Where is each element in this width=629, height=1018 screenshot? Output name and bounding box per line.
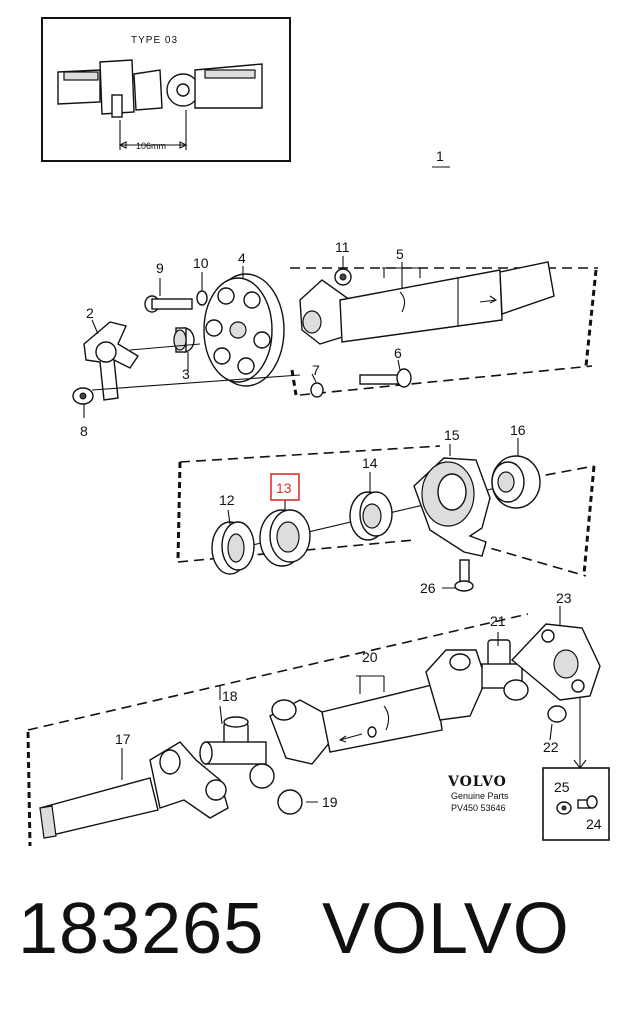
part-22-washer <box>547 705 567 723</box>
part-26-bolt <box>454 559 474 592</box>
part-13-bearing <box>259 509 311 567</box>
part-5-shaft <box>299 261 555 345</box>
callout-22: 22 <box>543 739 559 755</box>
inset-type-03: TYPE 03 106mm <box>41 17 291 162</box>
callout-5: 5 <box>396 246 404 262</box>
part-9-bolt <box>144 295 193 313</box>
callout-13-highlight <box>270 473 300 501</box>
part-12-seal <box>211 521 255 575</box>
inset-dimension-label: 106mm <box>136 141 166 151</box>
part-number: 183265 <box>18 889 265 969</box>
exploded-parts-diagram: TYPE 03 106mm 1 <box>26 17 610 847</box>
part-14-ring <box>349 491 393 541</box>
part-3-bush <box>173 327 195 353</box>
callout-24: 24 <box>586 816 602 832</box>
callout-12: 12 <box>219 492 235 508</box>
callout-23: 23 <box>556 590 572 606</box>
inset-type-label: TYPE 03 <box>131 35 178 46</box>
part-18-universal-joint-cross <box>199 716 275 789</box>
callout-14: 14 <box>362 455 378 471</box>
part-2-flange <box>83 321 139 401</box>
volvo-logo: VOLVO <box>447 774 507 790</box>
brand-name: VOLVO <box>322 889 570 969</box>
brand-line-1: Genuine Parts <box>451 791 509 801</box>
callout-2: 2 <box>86 305 94 321</box>
part-19-circlip <box>277 789 303 815</box>
part-21-yoke-cross <box>425 639 529 721</box>
part-16-rubber-mount <box>491 455 541 509</box>
callout-13: 13 <box>276 480 292 496</box>
part-7-washer <box>310 382 324 398</box>
callout-20: 20 <box>362 649 378 665</box>
brand-line-2: PV450 53646 <box>451 803 506 813</box>
part-4-flex-disc <box>203 273 285 387</box>
callout-1: 1 <box>436 148 444 164</box>
middle-assembly <box>176 438 596 592</box>
callout-26: 26 <box>420 580 436 596</box>
upper-assembly <box>72 256 598 418</box>
callout-21: 21 <box>490 613 506 629</box>
part-10-washer <box>196 290 208 306</box>
callout-10: 10 <box>193 255 209 271</box>
callout-25: 25 <box>554 779 570 795</box>
callout-9: 9 <box>156 260 164 276</box>
part-20-tube <box>269 683 443 765</box>
callout-16: 16 <box>510 422 526 438</box>
lower-assembly: VOLVO Genuine Parts PV450 53646 <box>26 606 610 847</box>
callout-3: 3 <box>182 366 190 382</box>
part-11-nut <box>334 268 352 286</box>
inset-parts-24-25 <box>542 767 610 841</box>
part-17-yoke-shaft <box>39 741 229 839</box>
callout-7: 7 <box>312 362 320 378</box>
callout-19: 19 <box>322 794 338 810</box>
callout-18: 18 <box>222 688 238 704</box>
part-23-flange <box>510 623 601 701</box>
part-8-nut <box>72 387 94 405</box>
callout-8: 8 <box>80 423 88 439</box>
callout-6: 6 <box>394 345 402 361</box>
callout-4: 4 <box>238 250 246 266</box>
part-15-support-bearing <box>413 457 491 557</box>
callout-17: 17 <box>115 731 131 747</box>
caption-area <box>0 850 629 1018</box>
callout-15: 15 <box>444 427 460 443</box>
callout-11: 11 <box>335 239 350 255</box>
part-6-bolt <box>359 368 412 388</box>
